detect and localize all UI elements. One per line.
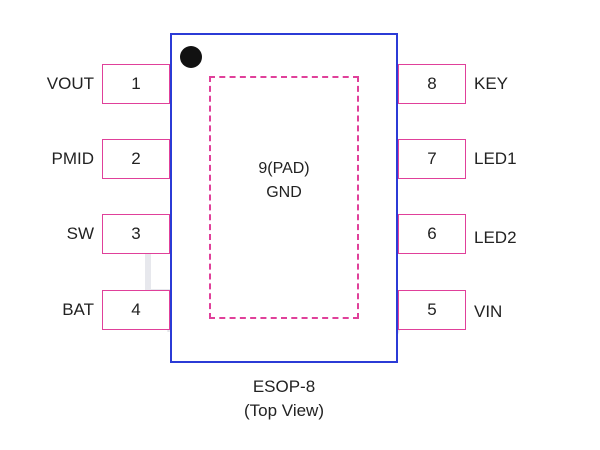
pad-label: 9(PAD): [258, 160, 310, 177]
pin-4-name: BAT: [62, 300, 94, 319]
pin-2-number: 2: [131, 149, 141, 168]
pin-5-number: 5: [427, 300, 437, 319]
package-view: (Top View): [244, 401, 324, 420]
package-name: ESOP-8: [252, 377, 316, 396]
pin-8-name: KEY: [474, 74, 509, 93]
pin-7-box: [398, 139, 466, 179]
pad-net: GND: [266, 184, 302, 201]
pin-1-name: VOUT: [46, 74, 94, 93]
pin-1-box: [102, 64, 170, 104]
pin-5-name: VIN: [474, 302, 503, 321]
pin-2-name: PMID: [51, 149, 95, 168]
pin-8-number: 8: [427, 74, 437, 93]
pin-7-number: 7: [427, 149, 437, 168]
pin-8-box: [398, 64, 466, 104]
pin-2-box: [102, 139, 170, 179]
pin-1-number: 1: [131, 74, 141, 93]
pin-6-number: 6: [427, 224, 437, 243]
pin-3-name: SW: [66, 224, 94, 243]
pin-6-name: LED2: [474, 228, 517, 247]
pin-3-number: 3: [131, 224, 141, 243]
pin-5-box: [398, 290, 466, 330]
pin-7-name: LED1: [474, 149, 517, 168]
pin-4-number: 4: [131, 300, 141, 319]
package-body: [170, 33, 398, 363]
pin1-marker-dot: [180, 46, 202, 68]
thermal-pad-outline: [209, 76, 359, 319]
pin-6-box: [398, 214, 466, 254]
pin-3-box: [102, 214, 170, 254]
pin-4-box: [102, 290, 170, 330]
